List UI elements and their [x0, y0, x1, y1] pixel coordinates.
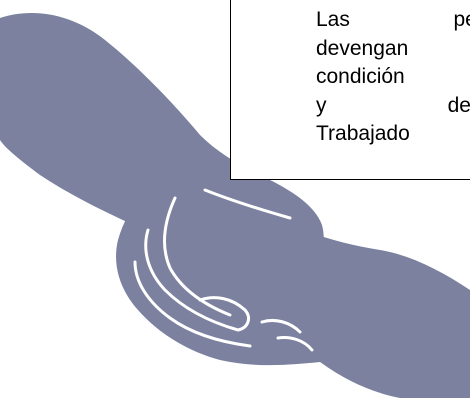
knuckle-line-1	[260, 318, 302, 334]
text-box: Las perso devengan condición y deban Tra…	[230, 0, 470, 180]
finger-line-4	[203, 188, 292, 220]
text-line-5: Trabajado	[316, 122, 410, 145]
text-line-1: Las perso	[316, 8, 470, 31]
finger-line-2	[144, 228, 240, 332]
text-line-2: devengan	[316, 36, 409, 60]
thumb-line	[198, 296, 250, 332]
lower-hand-shape	[116, 183, 470, 398]
text-line-4: y deban	[316, 93, 470, 117]
text-line-3: condición	[316, 65, 405, 88]
text-box-content: Las perso devengan condición y deban Tra…	[316, 6, 470, 149]
finger-line-1	[163, 196, 232, 317]
finger-line-3	[133, 260, 252, 348]
knuckle-line-2	[276, 336, 314, 352]
